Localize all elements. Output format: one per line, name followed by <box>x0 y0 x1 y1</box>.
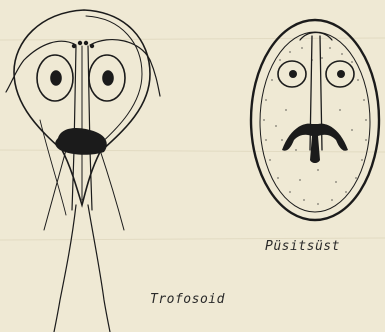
trophozoite-label: Trofosoid <box>150 292 225 307</box>
cyst-outer-wall <box>251 20 379 220</box>
trophozoite-drawing <box>6 10 160 332</box>
cyst-median-bodies <box>282 124 348 163</box>
cyst-right-karyosome <box>337 70 345 78</box>
cyst-inner-wall <box>260 32 370 212</box>
ventral-flagellum-2 <box>100 150 124 230</box>
cyst-left-karyosome <box>289 70 297 78</box>
caudal-flagellum-right <box>88 205 110 332</box>
trophozoite-left-karyosome <box>51 71 61 85</box>
trophozoite-right-karyosome <box>103 71 113 85</box>
ventral-flagellum-1 <box>44 150 66 230</box>
caudal-flagellum-left <box>54 205 76 332</box>
cyst-label: Püsitsüst <box>265 239 340 254</box>
cyst-drawing <box>251 20 379 220</box>
median-bodies <box>55 128 107 155</box>
anterior-flagellum-left <box>6 41 76 92</box>
trophozoite-inner-outline <box>86 16 142 146</box>
